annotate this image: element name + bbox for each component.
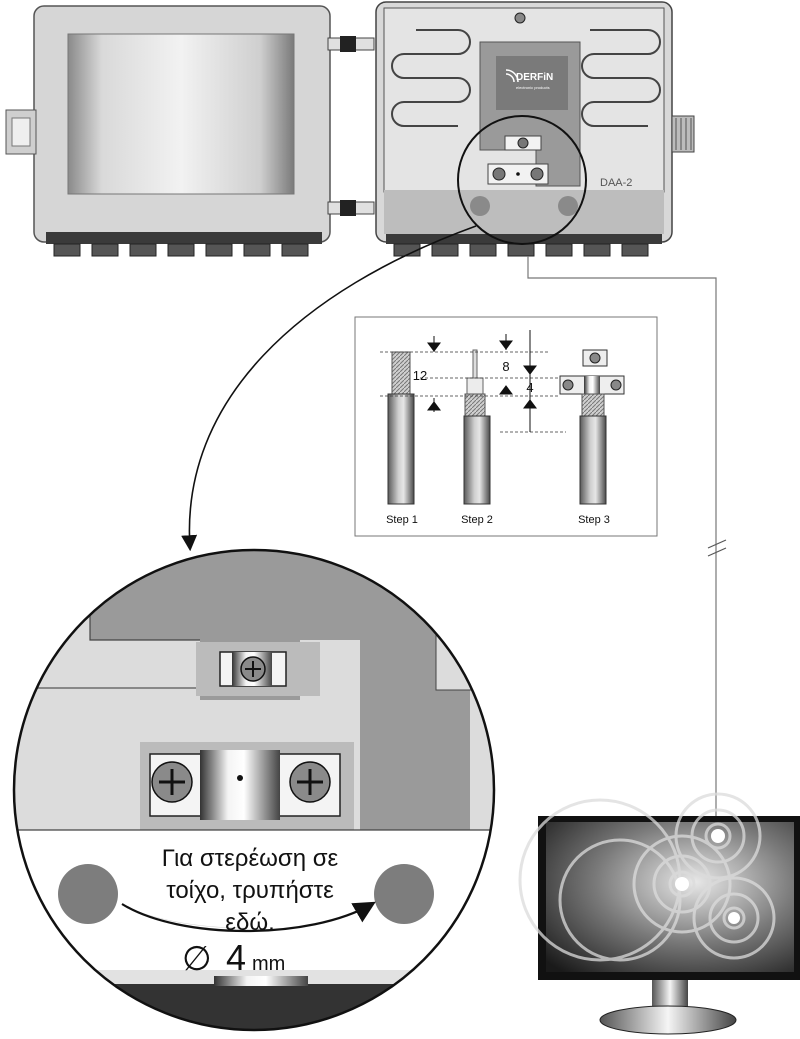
step1-cable: [387, 351, 415, 505]
cable-preparation-panel: 12 8 4 Step 1 Step 2 Step 3: [354, 316, 658, 537]
diameter-symbol: ∅: [182, 940, 212, 978]
zoom-arrow: [181, 225, 477, 552]
note-line-3: εδώ.: [225, 909, 274, 936]
dimension-12: 12: [413, 368, 427, 383]
dimension-8: 8: [502, 359, 509, 374]
diameter-value: 4: [226, 937, 246, 978]
brand-name: DERFiN: [516, 72, 553, 83]
dimension-4: 4: [526, 380, 533, 395]
step-2-label: Step 2: [461, 514, 493, 526]
step3-cable: [559, 349, 625, 505]
enclosure-base: DERFiN electronic products DAA-2: [375, 1, 695, 257]
cable-line: [527, 256, 717, 816]
television: [518, 792, 800, 1035]
enclosure-lid: [5, 5, 375, 257]
note-line-1: Για στερέωση σε: [162, 845, 339, 872]
diameter-unit: mm: [252, 953, 285, 975]
brand-tagline: electronic products: [516, 85, 550, 90]
step-3-label: Step 3: [578, 514, 610, 526]
step-1-label: Step 1: [386, 514, 418, 526]
note-line-2: τοίχο, τρυπήστε: [166, 877, 334, 904]
model-label: DAA-2: [600, 177, 632, 189]
derfin-logo: DERFiN electronic products: [505, 69, 553, 90]
step2-cable: [463, 349, 491, 505]
zoom-detail: Για στερέωση σε τοίχο, τρυπήστε εδώ. ∅ 4…: [12, 548, 496, 1032]
